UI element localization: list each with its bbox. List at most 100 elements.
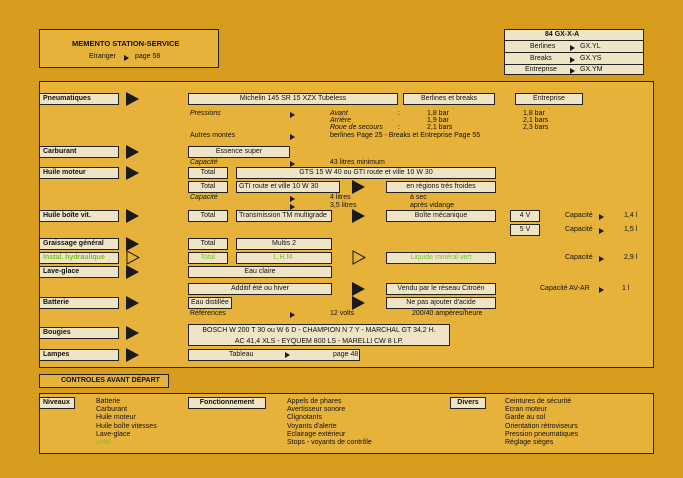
row-arrow-icon xyxy=(126,348,139,362)
secours-label: Roue de secours xyxy=(330,124,383,131)
model-title: 84 GX-X-A xyxy=(545,31,580,38)
capacite-arrow-icon xyxy=(599,214,604,220)
huile-cap-vidange: 3,5 litres xyxy=(330,202,357,209)
acide-box: Ne pas ajouter d'acide xyxy=(386,297,496,309)
model-arrow-icon xyxy=(570,57,575,63)
capacite-4v-value: 1,4 l xyxy=(624,212,638,219)
entreprise-pressure-arriere: 2,1 bars xyxy=(523,117,549,124)
lampes-page: page 48 xyxy=(333,351,359,358)
model-row-breaks-label: Breaks xyxy=(530,55,552,62)
niveau-item: Carburant xyxy=(96,406,128,414)
row-label-huile-moteur: Huile moteur xyxy=(39,167,119,179)
carburant-box: Essence super xyxy=(188,146,290,158)
row-arrow-icon xyxy=(126,209,139,223)
capacite-5v-value: 1,5 l xyxy=(624,226,638,233)
niveau-item: Lave-glace xyxy=(96,430,131,438)
capacite-arrow-icon xyxy=(599,256,604,262)
lhm-box: L.H.M. xyxy=(236,252,332,264)
graissage-box: Multis 2 xyxy=(236,238,332,250)
fonctionnement-item: Clignotants xyxy=(287,414,323,422)
model-row-berlines-value: GX.YL xyxy=(580,43,601,50)
model-row-entreprise-label: Entreprise xyxy=(525,66,557,73)
total-box: Total xyxy=(188,238,228,250)
vendu-box: Vendu par le réseau Citroën xyxy=(386,283,496,295)
arriere-label: Arrière xyxy=(330,117,352,124)
fonctionnement-item: Eclairage extérieur xyxy=(287,430,346,438)
row-label-carburant: Carburant xyxy=(39,146,119,158)
row-label-bougies: Bougies xyxy=(39,327,119,339)
lampes-box: Tableau page 48 xyxy=(188,349,360,361)
niveau-item: Batterie xyxy=(96,398,121,405)
niveau-item: Huile boîte vitesses xyxy=(96,422,157,430)
froid-box: en régions très froides xyxy=(386,181,496,193)
controles-title-box: CONTROLES AVANT DÉPART xyxy=(39,374,169,388)
hydraulique-arrow-icon xyxy=(126,250,140,265)
row-arrow-icon xyxy=(126,326,139,340)
capacite-label: Capacité xyxy=(565,212,593,219)
references-arrow-icon xyxy=(290,312,295,318)
row-arrow-icon xyxy=(126,145,139,159)
volts-value: 12 volts xyxy=(330,310,355,317)
berlines-breaks-box: Berlines et breaks xyxy=(403,93,495,105)
huile-capacite-label: Capacité xyxy=(190,194,218,201)
meca-box: Boîte mécanique xyxy=(386,210,496,222)
sec-label: à sec xyxy=(410,194,427,201)
eau-distillee-box: Eau distillée xyxy=(188,297,232,309)
lave-cap: 1 l xyxy=(622,285,630,292)
capacite-arrow-icon xyxy=(290,161,295,167)
row-arrow-icon xyxy=(126,296,139,310)
model-row-berlines-label: Berlines xyxy=(530,43,556,50)
row-arrow-icon xyxy=(126,166,139,180)
row-arrow-icon xyxy=(126,265,139,279)
controles-panel: Niveaux Batterie Carburant Huile moteur … xyxy=(39,393,654,454)
bougies-line1: BOSCH W 200 T 30 ou W 6 D - CHAMPION N 7… xyxy=(202,327,436,334)
pressure-arriere: 1,9 bar xyxy=(427,117,449,124)
colon: : xyxy=(398,124,400,131)
capacite-arrow-icon xyxy=(290,204,295,210)
total-box: Total xyxy=(188,167,228,179)
capacite-label: Capacité xyxy=(565,254,593,261)
amperes-value: 200/40 ampères/heure xyxy=(412,310,483,317)
tyre-box: Michelin 145 SR 15 XZX Tubeless xyxy=(188,93,398,105)
model-row-breaks-value: GX.YS xyxy=(580,55,602,62)
autres-montes-ref: berlines Page 25 - Breaks et Entreprise … xyxy=(330,132,481,139)
model-arrow-icon xyxy=(570,68,575,74)
avant-label: Avant xyxy=(330,110,348,117)
fonctionnement-item: Avertisseur sonore xyxy=(287,406,346,414)
capacite-arrow-icon xyxy=(290,196,295,202)
pressions-arrow-icon xyxy=(290,112,295,118)
row-label-batterie: Batterie xyxy=(39,297,119,309)
lhm-arrow-icon xyxy=(352,250,366,265)
niveaux-list: Batterie Carburant Huile moteur Huile bo… xyxy=(96,398,157,447)
eau-claire-box: Eau claire xyxy=(188,266,332,278)
oil-box: GTS 15 W 40 ou GTI route et ville 10 W 3… xyxy=(236,167,496,179)
pressions-label: Pressions xyxy=(190,110,221,117)
additif-box: Additif été ou hiver xyxy=(188,283,332,295)
row-label-hydraulique: Instal. hydraulique xyxy=(39,252,119,264)
capacite-arrow-icon xyxy=(599,287,604,293)
row-label-graissage: Graissage général xyxy=(39,238,119,250)
colon: : xyxy=(398,110,400,117)
oil-box: Transmission TM multigrade xyxy=(236,210,332,222)
total-box: Total xyxy=(188,181,228,193)
niveaux-label: Niveaux xyxy=(39,397,75,409)
etranger-label: Etranger xyxy=(89,53,116,60)
total-box: Total xyxy=(188,210,228,222)
vidange-label: après vidange xyxy=(410,202,454,209)
entreprise-pressure-secours: 2,3 bars xyxy=(523,124,549,131)
4v-box: 4 V xyxy=(510,210,540,222)
row-label-huile-boite: Huile boîte vit. xyxy=(39,210,119,222)
references-label: Références xyxy=(190,310,226,317)
divers-item: Garde au sol xyxy=(505,414,546,422)
pressure-avant: 1,8 bar xyxy=(427,110,449,117)
row-label-pneumatiques: Pneumatiques xyxy=(39,93,119,105)
autres-arrow-icon xyxy=(290,134,295,140)
row-label-lampes: Lampes xyxy=(39,349,119,361)
niveau-item: Huile moteur xyxy=(96,414,136,422)
entreprise-box: Entreprise xyxy=(515,93,583,105)
oil-box: GTI route et ville 10 W 30 xyxy=(236,181,340,193)
batterie-arrow-icon xyxy=(352,296,365,310)
main-panel xyxy=(39,81,654,368)
hydraulique-cap: 2,9 l xyxy=(624,254,638,261)
memento-title: MEMENTO STATION-SERVICE xyxy=(72,39,180,48)
